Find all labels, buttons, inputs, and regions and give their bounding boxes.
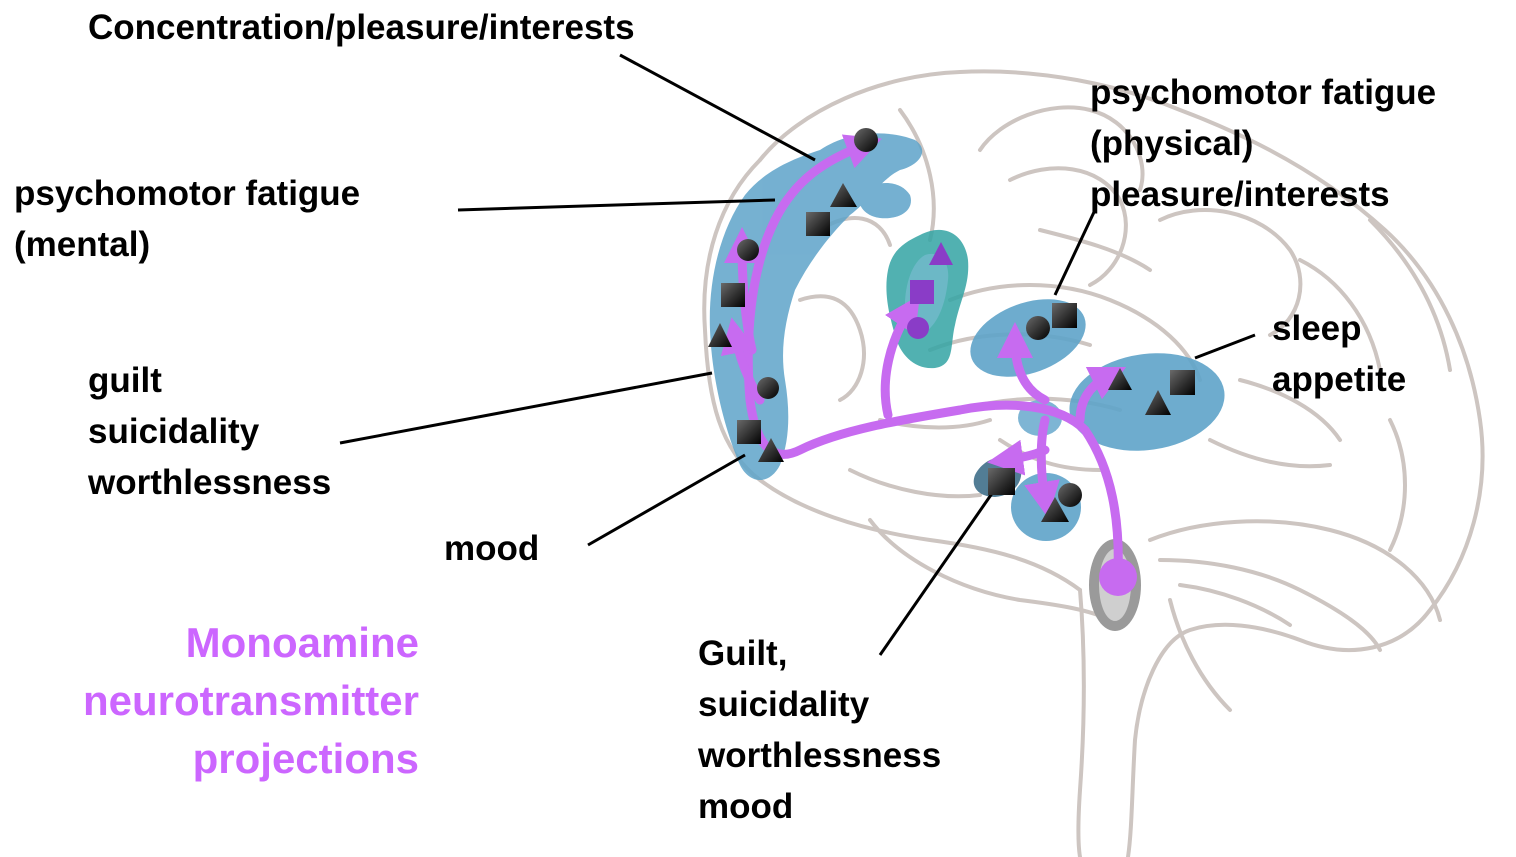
legend-line: neurotransmitter [83,672,419,730]
label-line: mood [698,781,941,832]
label-line: psychomotor fatigue [1090,67,1436,118]
square-marker-icon [806,212,830,236]
label-sleep-appetite: sleep appetite [1272,303,1406,405]
square-marker-icon [1170,370,1195,395]
label-line: guilt [88,355,331,406]
square-marker-icon [737,420,761,444]
legend-monoamine: Monoamine neurotransmitter projections [83,614,419,788]
legend-line: Monoamine [83,614,419,672]
label-line: suicidality [698,679,941,730]
circle-marker-icon [907,317,929,339]
label-guilt-limbic: Guilt, suicidality worthlessness mood [698,628,941,832]
legend-line: projections [83,730,419,788]
circle-marker-icon [1058,483,1082,507]
label-line: appetite [1272,354,1406,405]
circle-marker-icon [854,128,878,152]
label-psychomotor-mental: psychomotor fatigue (mental) [14,168,360,270]
square-marker-icon [1052,303,1077,328]
label-psychomotor-physical: psychomotor fatigue (physical) pleasure/… [1090,67,1436,220]
label-line: (physical) [1090,118,1436,169]
circle-marker-icon [757,377,779,399]
label-line: mood [444,523,539,574]
label-line: (mental) [14,219,360,270]
thalamus-region [960,285,1097,392]
label-concentration: Concentration/pleasure/interests [88,2,635,53]
label-line: worthlessness [88,457,331,508]
raphe-source-dot [1099,558,1137,596]
square-marker-icon [910,280,934,304]
label-line: pleasure/interests [1090,169,1436,220]
square-marker-icon [721,283,745,307]
square-marker-icon [988,468,1015,495]
label-line: psychomotor fatigue [14,168,360,219]
label-line: Guilt, [698,628,941,679]
circle-marker-icon [1026,316,1050,340]
circle-marker-icon [737,239,759,261]
label-mood: mood [444,523,539,574]
label-line: worthlessness [698,730,941,781]
label-line: suicidality [88,406,331,457]
label-line: Concentration/pleasure/interests [88,2,635,53]
label-line: sleep [1272,303,1406,354]
label-guilt-cortex: guilt suicidality worthlessness [88,355,331,508]
